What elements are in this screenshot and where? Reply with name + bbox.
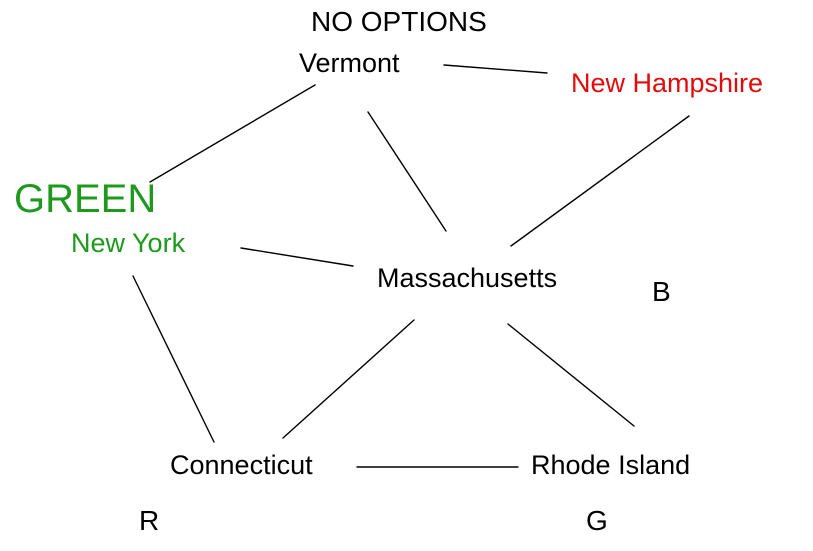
node-label-massachusetts[interactable]: Massachusetts (377, 263, 558, 293)
node-label-vermont[interactable]: Vermont (299, 48, 400, 78)
rhodeisland-color-annotation: G (586, 505, 608, 536)
connecticut-color-annotation: R (139, 505, 160, 536)
graph-edge-newhampshire-massachusetts (510, 115, 690, 247)
node-label-rhode-island[interactable]: Rhode Island (531, 450, 691, 480)
graph-edge-massachusetts-connecticut (282, 319, 415, 439)
node-label-new-hampshire[interactable]: New Hampshire (571, 68, 764, 98)
node-label-connecticut[interactable]: Connecticut (170, 450, 313, 480)
green-assignment-annotation: GREEN (14, 177, 157, 221)
no-options-annotation: NO OPTIONS (311, 6, 487, 37)
massachusetts-color-annotation: B (652, 276, 671, 307)
graph-edge-massachusetts-rhodeisland (507, 323, 635, 427)
graph-edge-vermont-newhampshire (443, 64, 548, 74)
graph-edge-vermont-newyork (149, 84, 316, 183)
graph-edge-newyork-massachusetts (240, 247, 354, 267)
graph-edge-newyork-connecticut (132, 275, 215, 443)
graph-edge-vermont-massachusetts (367, 111, 447, 232)
node-label-new-york[interactable]: New York (71, 228, 186, 258)
